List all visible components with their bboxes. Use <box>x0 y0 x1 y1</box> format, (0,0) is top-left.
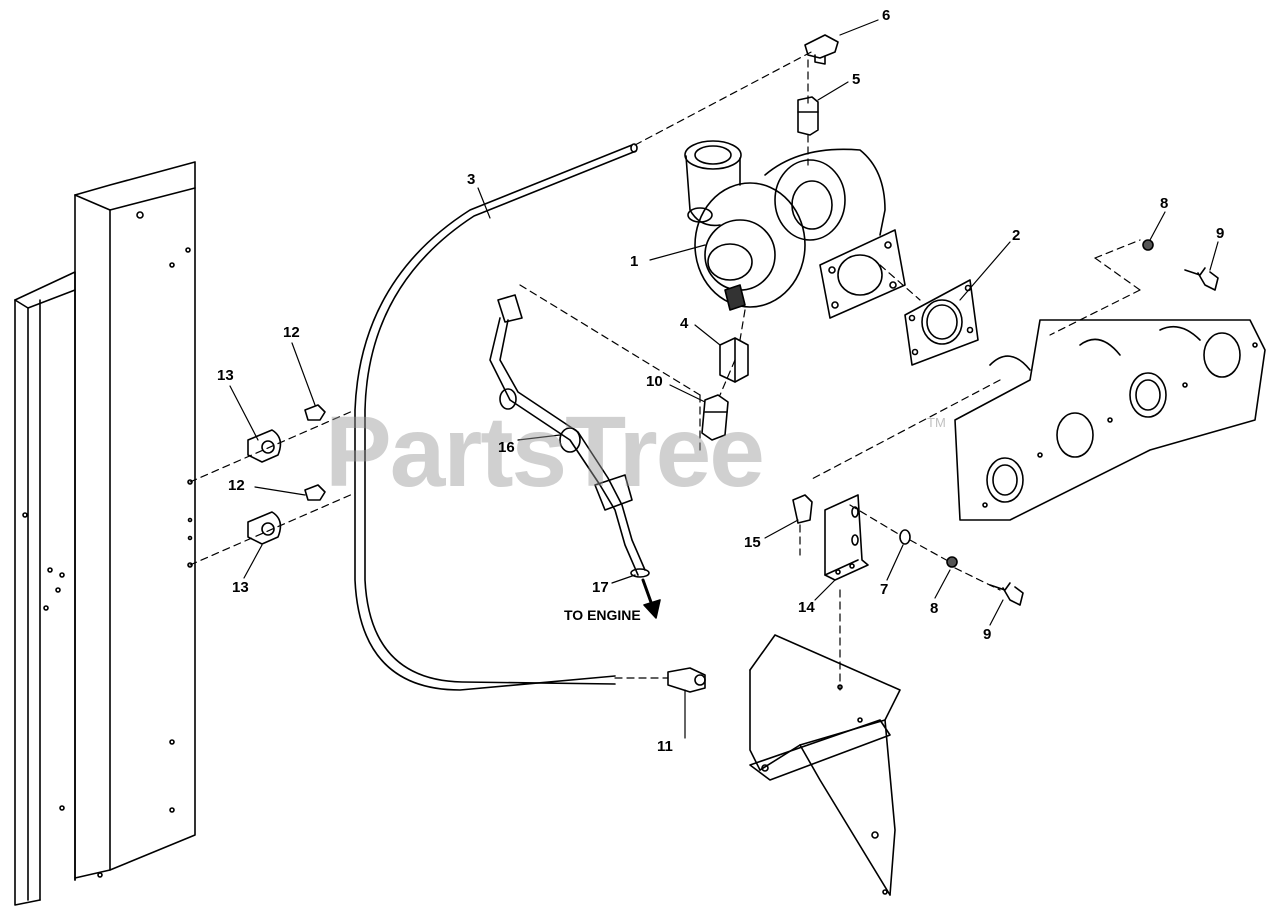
lock-washer-lower <box>946 556 958 568</box>
elbow-fitting-bottom <box>667 667 706 693</box>
support-bracket <box>749 634 901 896</box>
clamp-upper <box>247 429 282 463</box>
screw-lower <box>304 484 326 501</box>
screw-upper <box>304 404 326 421</box>
o-ring <box>630 568 650 578</box>
clamp-lower <box>247 511 282 545</box>
callout-17: 17 <box>592 579 609 596</box>
callout-12-lower: 12 <box>228 477 245 494</box>
turbocharger <box>684 140 906 319</box>
callout-16: 16 <box>498 439 515 456</box>
callout-13-upper: 13 <box>217 367 234 384</box>
callout-8-upper: 8 <box>1160 195 1169 212</box>
straight-adapter <box>701 394 729 441</box>
connector-fitting <box>719 337 749 383</box>
callout-11: 11 <box>657 738 673 755</box>
callout-8-lower: 8 <box>930 600 939 617</box>
callout-7: 7 <box>880 581 889 598</box>
flat-washer <box>899 529 911 545</box>
exhaust-manifold <box>954 319 1266 521</box>
callout-10: 10 <box>646 373 663 390</box>
callout-1: 1 <box>630 253 639 270</box>
watermark-text: PartsTree <box>325 396 765 508</box>
callout-14: 14 <box>798 599 815 616</box>
elbow-fitting-top <box>804 34 839 65</box>
turbo-gasket <box>904 279 979 366</box>
bolt-bracket <box>792 494 813 524</box>
callout-3: 3 <box>467 171 476 188</box>
mounting-bracket <box>824 494 869 581</box>
watermark-trademark: TM <box>927 415 946 430</box>
bolt-upper <box>1184 267 1219 291</box>
callout-9-lower: 9 <box>983 626 992 643</box>
callout-9-upper: 9 <box>1216 225 1225 242</box>
to-engine-label: TO ENGINE <box>564 607 641 623</box>
oil-feed-hose <box>489 294 646 576</box>
callout-12-upper: 12 <box>283 324 300 341</box>
callout-leaders <box>229 19 1219 739</box>
assembly-dash-lines <box>189 49 1141 691</box>
callout-13-lower: 13 <box>232 579 249 596</box>
to-engine-arrow <box>641 578 661 619</box>
bolt-lower <box>989 582 1024 606</box>
callout-4: 4 <box>680 315 689 332</box>
callout-2: 2 <box>1012 227 1021 244</box>
adapter-fitting <box>797 96 819 136</box>
callout-5: 5 <box>852 71 861 88</box>
frame-rails <box>14 161 196 906</box>
callout-15: 15 <box>744 534 761 551</box>
callout-6: 6 <box>882 7 891 24</box>
washer-upper <box>1142 239 1154 251</box>
oil-return-tube <box>354 143 638 691</box>
